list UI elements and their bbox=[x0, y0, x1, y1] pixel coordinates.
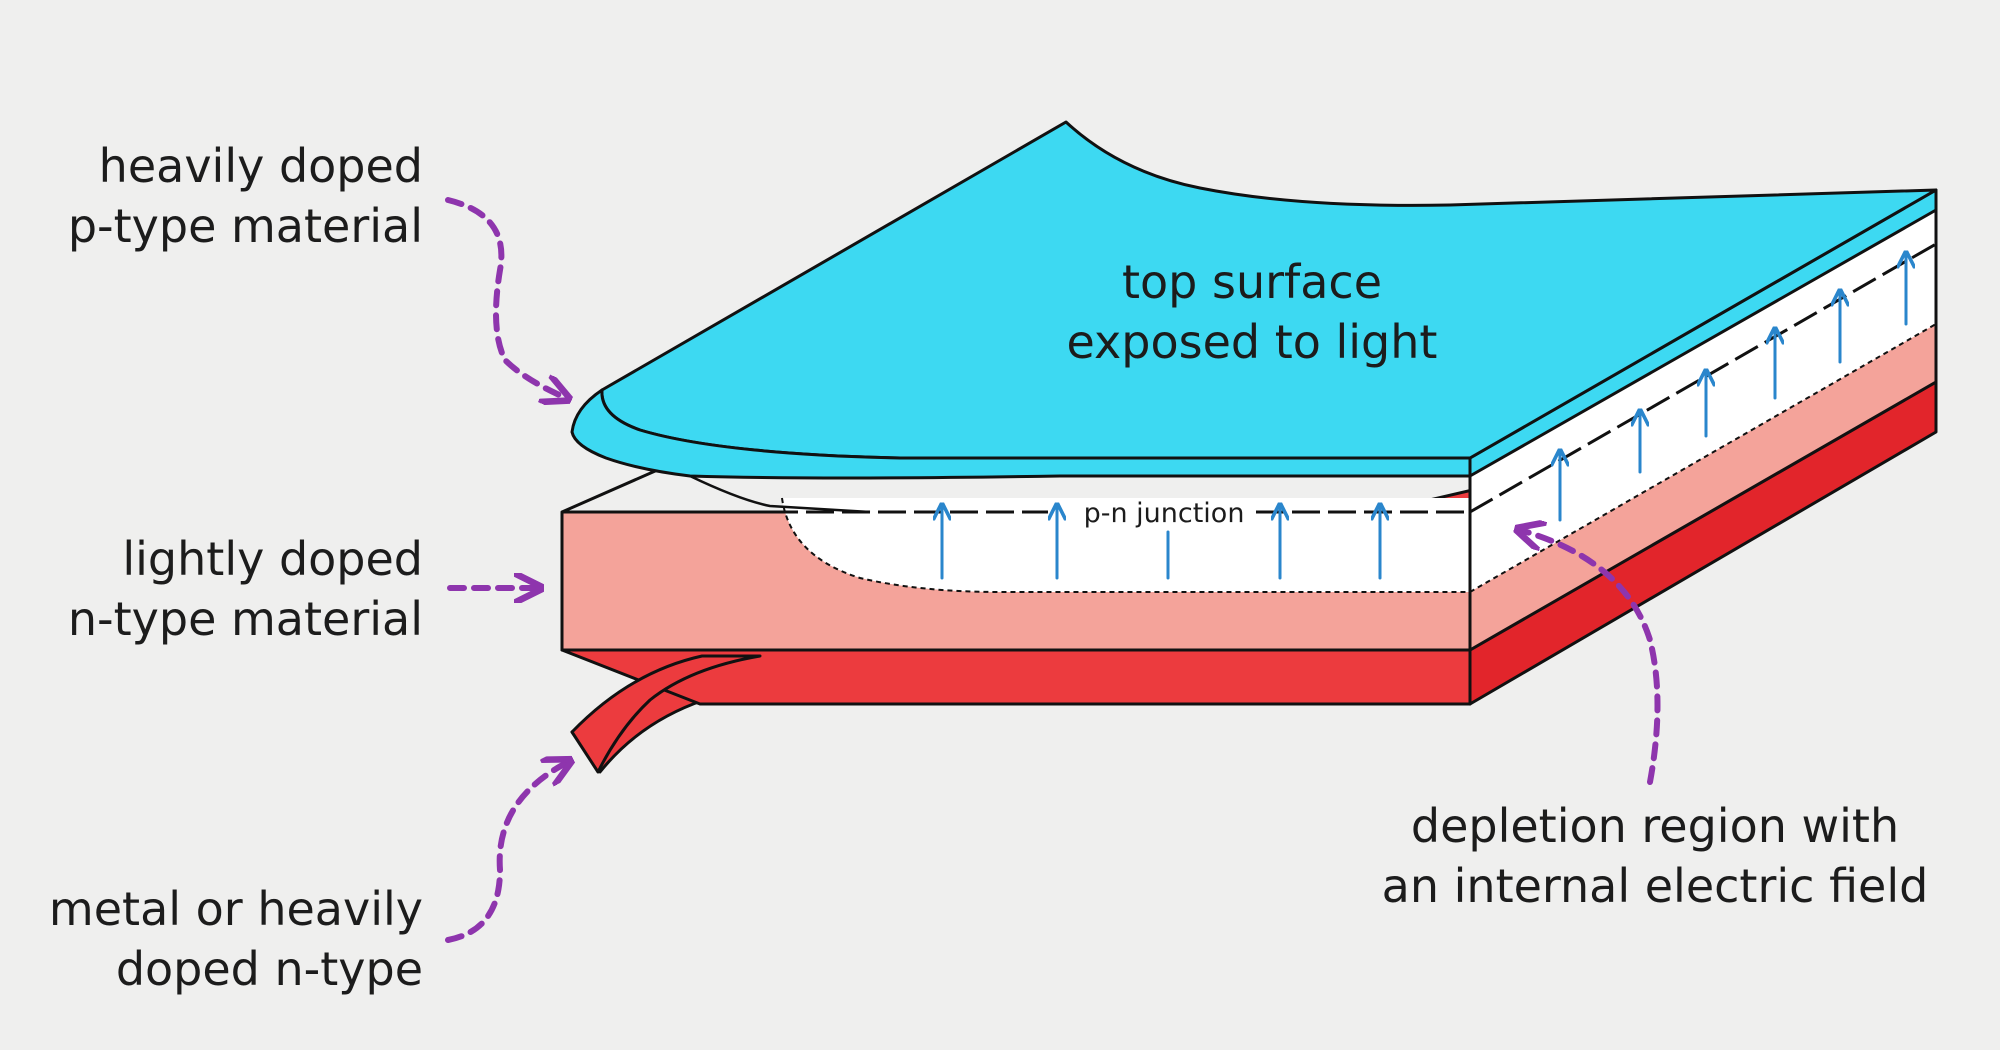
depletion-region-side bbox=[1470, 210, 1936, 592]
n-type-label-line2: n-type material bbox=[68, 592, 423, 646]
metal-layer-curl bbox=[570, 654, 762, 774]
metal-label-line1: metal or heavily bbox=[49, 882, 423, 936]
depletion-region-front bbox=[782, 498, 1470, 592]
top-surface-label-line1: top surface bbox=[1122, 255, 1382, 309]
callout-arrows bbox=[445, 197, 1661, 943]
p-type-label-line2: p-type material bbox=[68, 199, 423, 253]
junction-line-side bbox=[1469, 242, 1937, 514]
depletion-region-front-boundary bbox=[781, 497, 1470, 593]
field-arrows-front bbox=[942, 506, 1380, 580]
p-layer-curl bbox=[570, 388, 1472, 480]
metal-label-line2: doped n-type bbox=[116, 942, 423, 996]
top-surface-label-line2: exposed to light bbox=[1067, 315, 1438, 369]
depletion-label-line1: depletion region with bbox=[1411, 799, 1899, 853]
depletion-callout-arrow bbox=[1520, 530, 1661, 785]
n-type-label-line1: lightly doped bbox=[122, 532, 423, 586]
p-type-label-line1: heavily doped bbox=[99, 139, 423, 193]
p-type-callout-arrow bbox=[445, 197, 566, 398]
junction-label: p-n junction bbox=[1084, 498, 1245, 529]
p-layer-curl-tail bbox=[689, 474, 871, 514]
metal-callout-arrow bbox=[445, 762, 568, 943]
field-arrows-side bbox=[1560, 254, 1906, 522]
depletion-label-line2: an internal electric field bbox=[1382, 859, 1929, 913]
